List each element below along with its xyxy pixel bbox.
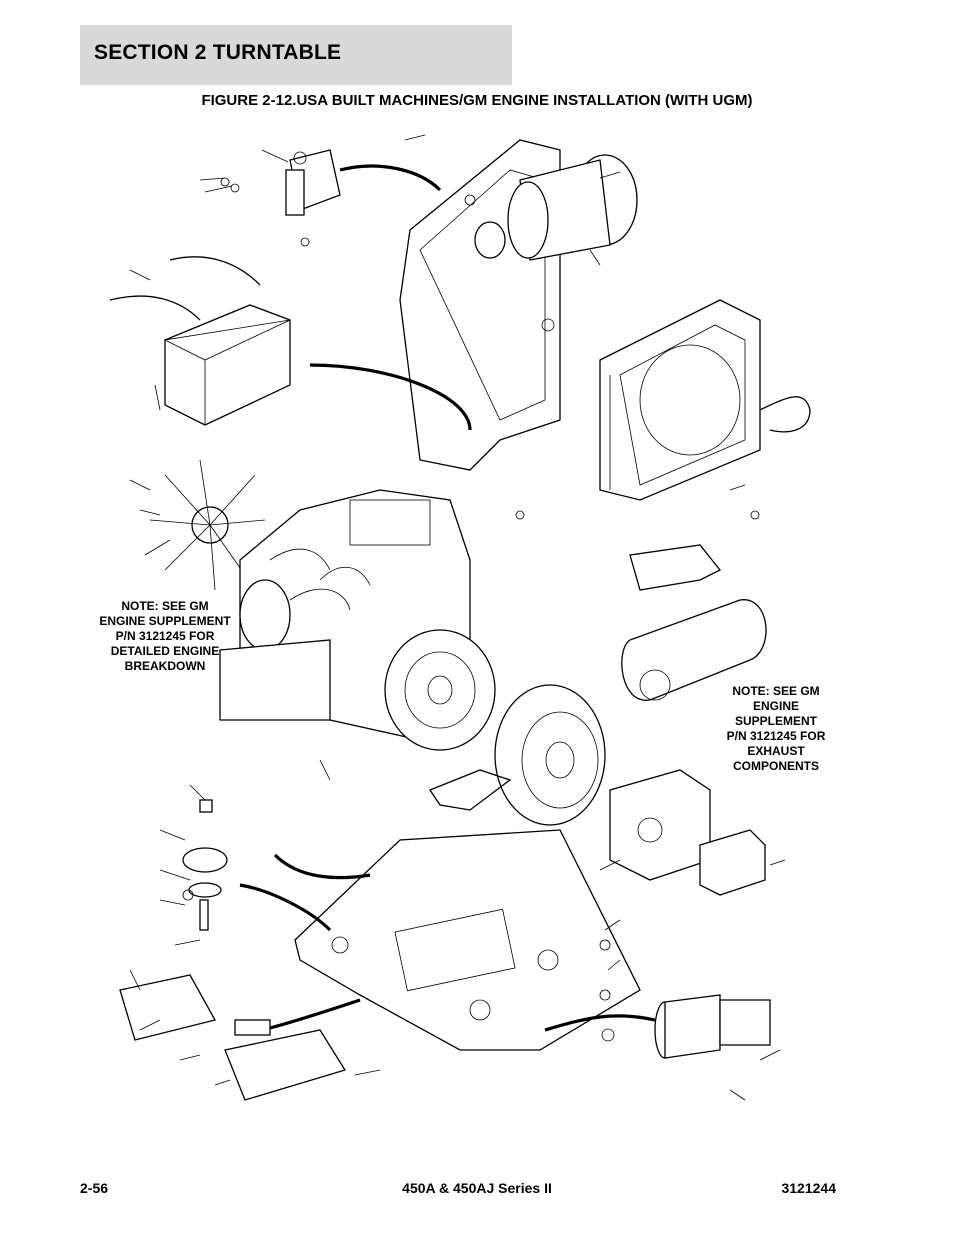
exhaust-supplement-note: NOTE: SEE GM ENGINE SUPPLEMENT P/N 31212… (716, 684, 836, 774)
note-line: SUPPLEMENT (734, 714, 817, 728)
radiator (599, 299, 811, 501)
note-line: ENGINE SUPPLEMENT (99, 614, 231, 628)
turntable-plate (294, 829, 641, 1051)
note-line: NOTE: SEE GM (732, 684, 820, 698)
assembly-arrows (239, 164, 656, 1032)
engine-mounts (182, 799, 228, 931)
figure-title: FIGURE 2-12.USA BUILT MACHINES/GM ENGINE… (201, 92, 753, 109)
coolant-reservoir (285, 149, 341, 216)
note-line: BREAKDOWN (124, 659, 206, 673)
cooling-fan (149, 459, 266, 591)
note-line: DETAILED ENGINE (110, 644, 220, 658)
fuel-tank (654, 994, 771, 1059)
page-number: 2-56 (80, 1180, 109, 1196)
callout-leader-lines (129, 134, 786, 1101)
flywheel (384, 629, 496, 751)
counterweights (119, 974, 347, 1101)
air-cleaner (474, 154, 638, 261)
muffler (621, 544, 767, 701)
hydraulic-pump (609, 769, 766, 896)
note-line: P/N 3121245 FOR (115, 629, 215, 643)
engine-supplement-note: NOTE: SEE GM ENGINE SUPPLEMENT P/N 31212… (92, 599, 238, 674)
document-number: 3121244 (781, 1180, 836, 1196)
note-line: EXHAUST (747, 744, 805, 758)
note-line: NOTE: SEE GM (121, 599, 209, 613)
bell-housing (429, 684, 606, 826)
section-title: SECTION 2 TURNTABLE (94, 41, 342, 64)
model-name: 450A & 450AJ Series II (402, 1180, 552, 1196)
note-line: ENGINE (752, 699, 799, 713)
note-line: P/N 3121245 FOR (726, 729, 826, 743)
note-line: COMPONENTS (732, 759, 819, 773)
section-header: SECTION 2 TURNTABLE (80, 25, 512, 85)
battery (109, 256, 291, 426)
